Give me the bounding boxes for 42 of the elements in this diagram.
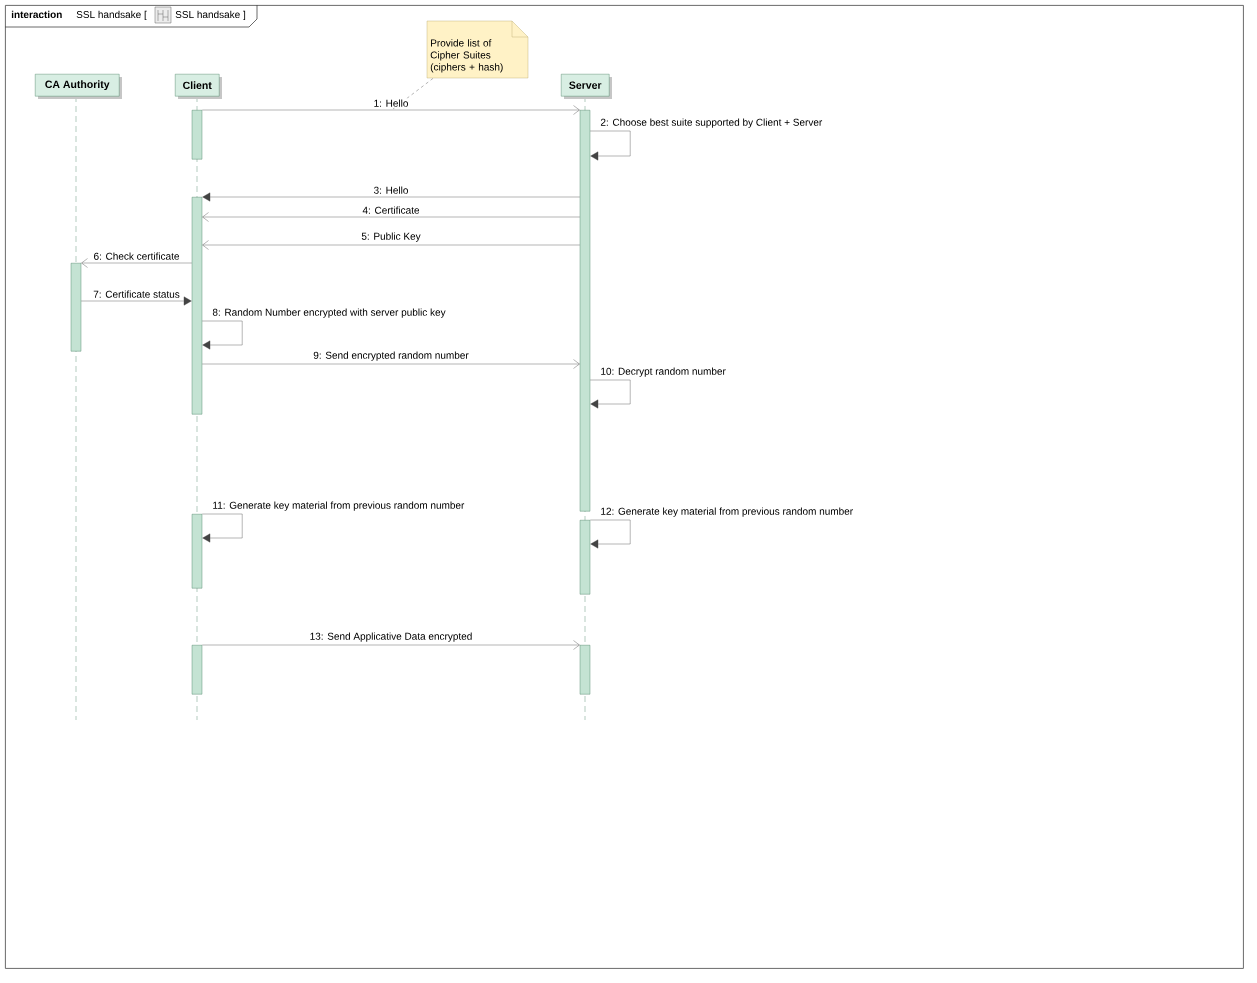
self-message-arrow (590, 379, 631, 409)
self-message-arrow (590, 519, 631, 549)
message-arrow (202, 240, 580, 250)
activation-bar (579, 645, 591, 695)
frame-title: SSL handsake [ (76, 10, 147, 21)
message-label: 1: Hello (372, 98, 410, 108)
note: Provide list of Cipher Suites (ciphers + hash) (426, 20, 529, 79)
message-arrow (202, 105, 580, 115)
self-message-arrow (590, 130, 631, 161)
activation-bar (191, 645, 203, 695)
message-label: 5: Public Key (360, 231, 422, 243)
message-arrow (81, 258, 192, 268)
message-arrow (202, 359, 580, 369)
message-label: 4: Certificate (361, 205, 421, 215)
message-label: 6: Check certificate (92, 251, 181, 261)
self-message-arrow (202, 513, 243, 543)
frame-keyword: interaction (11, 10, 62, 19)
message-label: 10: Decrypt random number (599, 366, 727, 378)
message-arrow (81, 296, 192, 306)
activation-bar (191, 110, 203, 160)
lifeline-head: CA Authority (35, 74, 122, 99)
message-label: 2: Choose best suite supported by Client + Server (599, 117, 824, 129)
message-label: 11: Generate key material from previous random number (211, 500, 466, 512)
activation-bar (70, 263, 82, 352)
leader-line (392, 78, 434, 110)
self-message-arrow (202, 320, 243, 350)
lifeline-head: Client (175, 74, 222, 99)
message-label: 9: Send encrypted random number (312, 350, 470, 362)
message-label: 13: Send Applicative Data encrypted (308, 631, 474, 643)
activation-bar (579, 110, 591, 512)
frame-title: SSL handsake ] (175, 10, 246, 21)
lifeline-head: Server (561, 74, 612, 99)
message-arrow (202, 192, 580, 202)
message-label: 8: Random Number encrypted with server public key (211, 307, 447, 319)
activation-bar (191, 514, 203, 589)
message-label: 3: Hello (372, 185, 410, 195)
message-arrow (202, 212, 580, 222)
message-arrow (202, 640, 580, 650)
activation-bar (191, 197, 203, 415)
activation-bar (579, 520, 591, 595)
message-label: 12: Generate key material from previous random number (599, 506, 855, 518)
message-label: 7: Certificate status (92, 289, 181, 299)
